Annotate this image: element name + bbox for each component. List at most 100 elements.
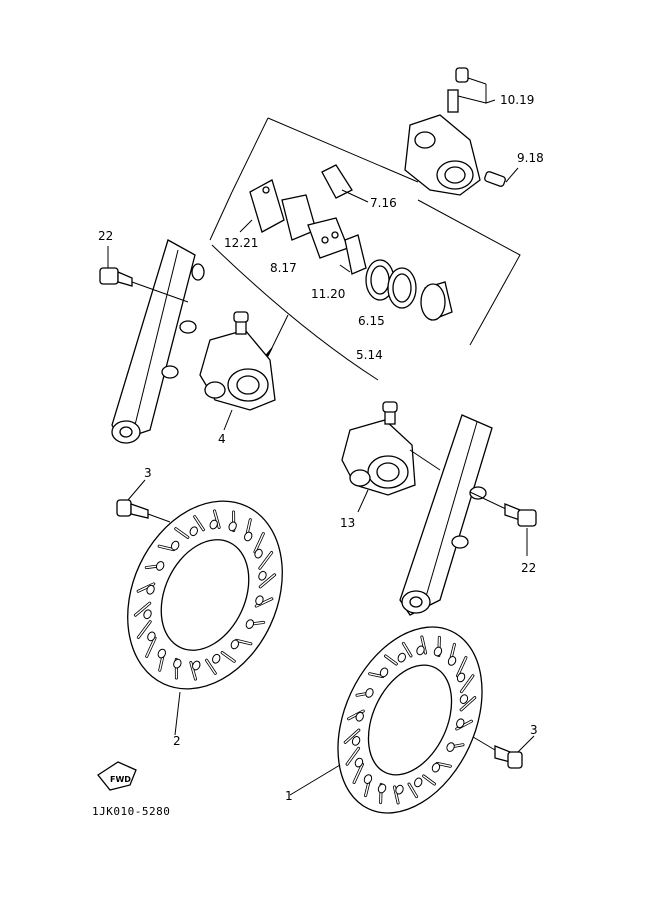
label-12-21: 12.21 xyxy=(224,236,258,250)
disc-mount-hole xyxy=(147,631,156,642)
disc-mount-hole xyxy=(363,774,373,784)
label-2: 2 xyxy=(173,734,181,748)
seal-6-15 xyxy=(365,259,417,309)
disc-cooling-slot xyxy=(384,655,398,665)
disc-mount-hole xyxy=(433,646,443,657)
disc-cooling-slot xyxy=(221,651,235,662)
label-1: 1 xyxy=(285,789,293,803)
disc-cooling-slot xyxy=(254,532,265,553)
disc-cooling-slot xyxy=(145,637,156,658)
bolt-22-right xyxy=(469,491,537,556)
label-3-right: 3 xyxy=(530,723,538,737)
label-8-17: 8.17 xyxy=(270,261,297,275)
label-4: 4 xyxy=(218,432,226,446)
bolt-22-left xyxy=(99,246,189,303)
disc-mount-hole xyxy=(230,639,240,650)
disc-mount-hole xyxy=(379,667,389,678)
disc-mount-hole xyxy=(414,777,423,788)
disc-cooling-slot xyxy=(158,545,175,551)
disc-mount-hole xyxy=(459,694,469,704)
fwd-label: FWD xyxy=(110,775,131,784)
disc-mount-hole xyxy=(354,757,364,768)
disc-cooling-slot xyxy=(235,639,252,645)
disc-mount-hole xyxy=(355,711,364,722)
disc-mount-hole xyxy=(377,783,387,794)
label-10-19: 10.19 xyxy=(500,93,534,107)
label-11-20: 11.20 xyxy=(311,287,345,301)
clip-11-20 xyxy=(339,234,367,275)
disc-mount-hole xyxy=(192,660,201,671)
disc-mount-hole xyxy=(431,762,441,773)
piston-5-14 xyxy=(420,281,453,321)
disc-mount-hole xyxy=(189,526,198,537)
exploded-view-outline xyxy=(209,117,521,346)
bolt-3-left xyxy=(116,479,171,523)
disc-mount-hole xyxy=(397,652,406,663)
disc-mount-hole xyxy=(173,658,182,669)
disc-mount-hole xyxy=(351,736,361,746)
disc-cooling-slot xyxy=(213,510,220,529)
disc-cooling-slot xyxy=(436,762,452,767)
disc-cooling-slot xyxy=(344,729,360,744)
disc-mount-hole xyxy=(456,672,466,683)
left-fork-tube xyxy=(111,239,205,444)
disc-cooling-slot xyxy=(190,661,197,680)
pad-clip-7-16 xyxy=(321,164,369,203)
disc-mount-hole xyxy=(395,784,404,795)
label-3-left: 3 xyxy=(144,466,152,480)
caliper-4 xyxy=(199,311,276,431)
disc-cooling-slot xyxy=(259,574,276,588)
disc-cooling-slot xyxy=(408,783,418,798)
disc-mount-hole xyxy=(365,688,374,698)
disc-cooling-slot xyxy=(259,551,273,569)
disc-cooling-slot xyxy=(353,763,364,784)
disc-mount-hole xyxy=(446,742,455,752)
disc-cooling-slot xyxy=(460,696,476,711)
brake-disc-1 xyxy=(289,626,483,814)
disc-mount-hole xyxy=(157,648,166,659)
disc-mount-hole xyxy=(255,595,264,606)
disc-cooling-slot xyxy=(134,602,151,616)
right-fork-tube xyxy=(399,414,493,616)
label-22-right: 22 xyxy=(521,561,536,575)
disc-mount-hole xyxy=(254,548,263,559)
caliper-13 xyxy=(341,401,441,513)
disc-mount-hole xyxy=(245,619,255,629)
fwd-arrow-icon: FWD xyxy=(97,761,137,791)
disc-cooling-slot xyxy=(402,642,412,657)
disc-mount-hole xyxy=(447,656,457,666)
disc-mount-hole xyxy=(143,609,152,620)
brake-disc-2 xyxy=(127,500,283,736)
disc-cooling-slot xyxy=(456,656,467,677)
disc-cooling-slot xyxy=(393,786,399,804)
disc-cooling-slot xyxy=(421,636,427,654)
label-22-left: 22 xyxy=(98,229,113,243)
disc-mount-hole xyxy=(416,645,425,656)
disc-cooling-slot xyxy=(205,659,216,675)
bleed-screw-10-19 xyxy=(457,77,496,104)
label-5-14: 5.14 xyxy=(356,348,383,362)
disc-cooling-slot xyxy=(137,621,151,639)
upper-caliper xyxy=(404,67,481,196)
disc-mount-hole xyxy=(146,584,155,595)
disc-mount-hole xyxy=(228,521,237,532)
disc-cooling-slot xyxy=(368,673,384,678)
disc-cooling-slot xyxy=(175,528,189,539)
bolt-9-18 xyxy=(484,167,519,187)
disc-cooling-slot xyxy=(194,515,205,531)
brake-pad-8-17 xyxy=(281,194,349,259)
disc-mount-hole xyxy=(258,570,267,581)
disc-mount-hole xyxy=(155,561,165,571)
disc-cooling-slot xyxy=(346,747,360,765)
disc-mount-hole xyxy=(244,531,253,542)
disc-mount-hole xyxy=(209,519,218,530)
label-13: 13 xyxy=(340,516,355,530)
label-6-15: 6.15 xyxy=(358,314,385,328)
label-7-16: 7.16 xyxy=(370,196,397,210)
disc-mount-hole xyxy=(170,540,180,551)
label-9-18: 9.18 xyxy=(517,151,544,165)
reference-code: 1JK010-5280 xyxy=(92,805,170,818)
disc-cooling-slot xyxy=(422,775,436,785)
disc-cooling-slot xyxy=(460,675,474,693)
